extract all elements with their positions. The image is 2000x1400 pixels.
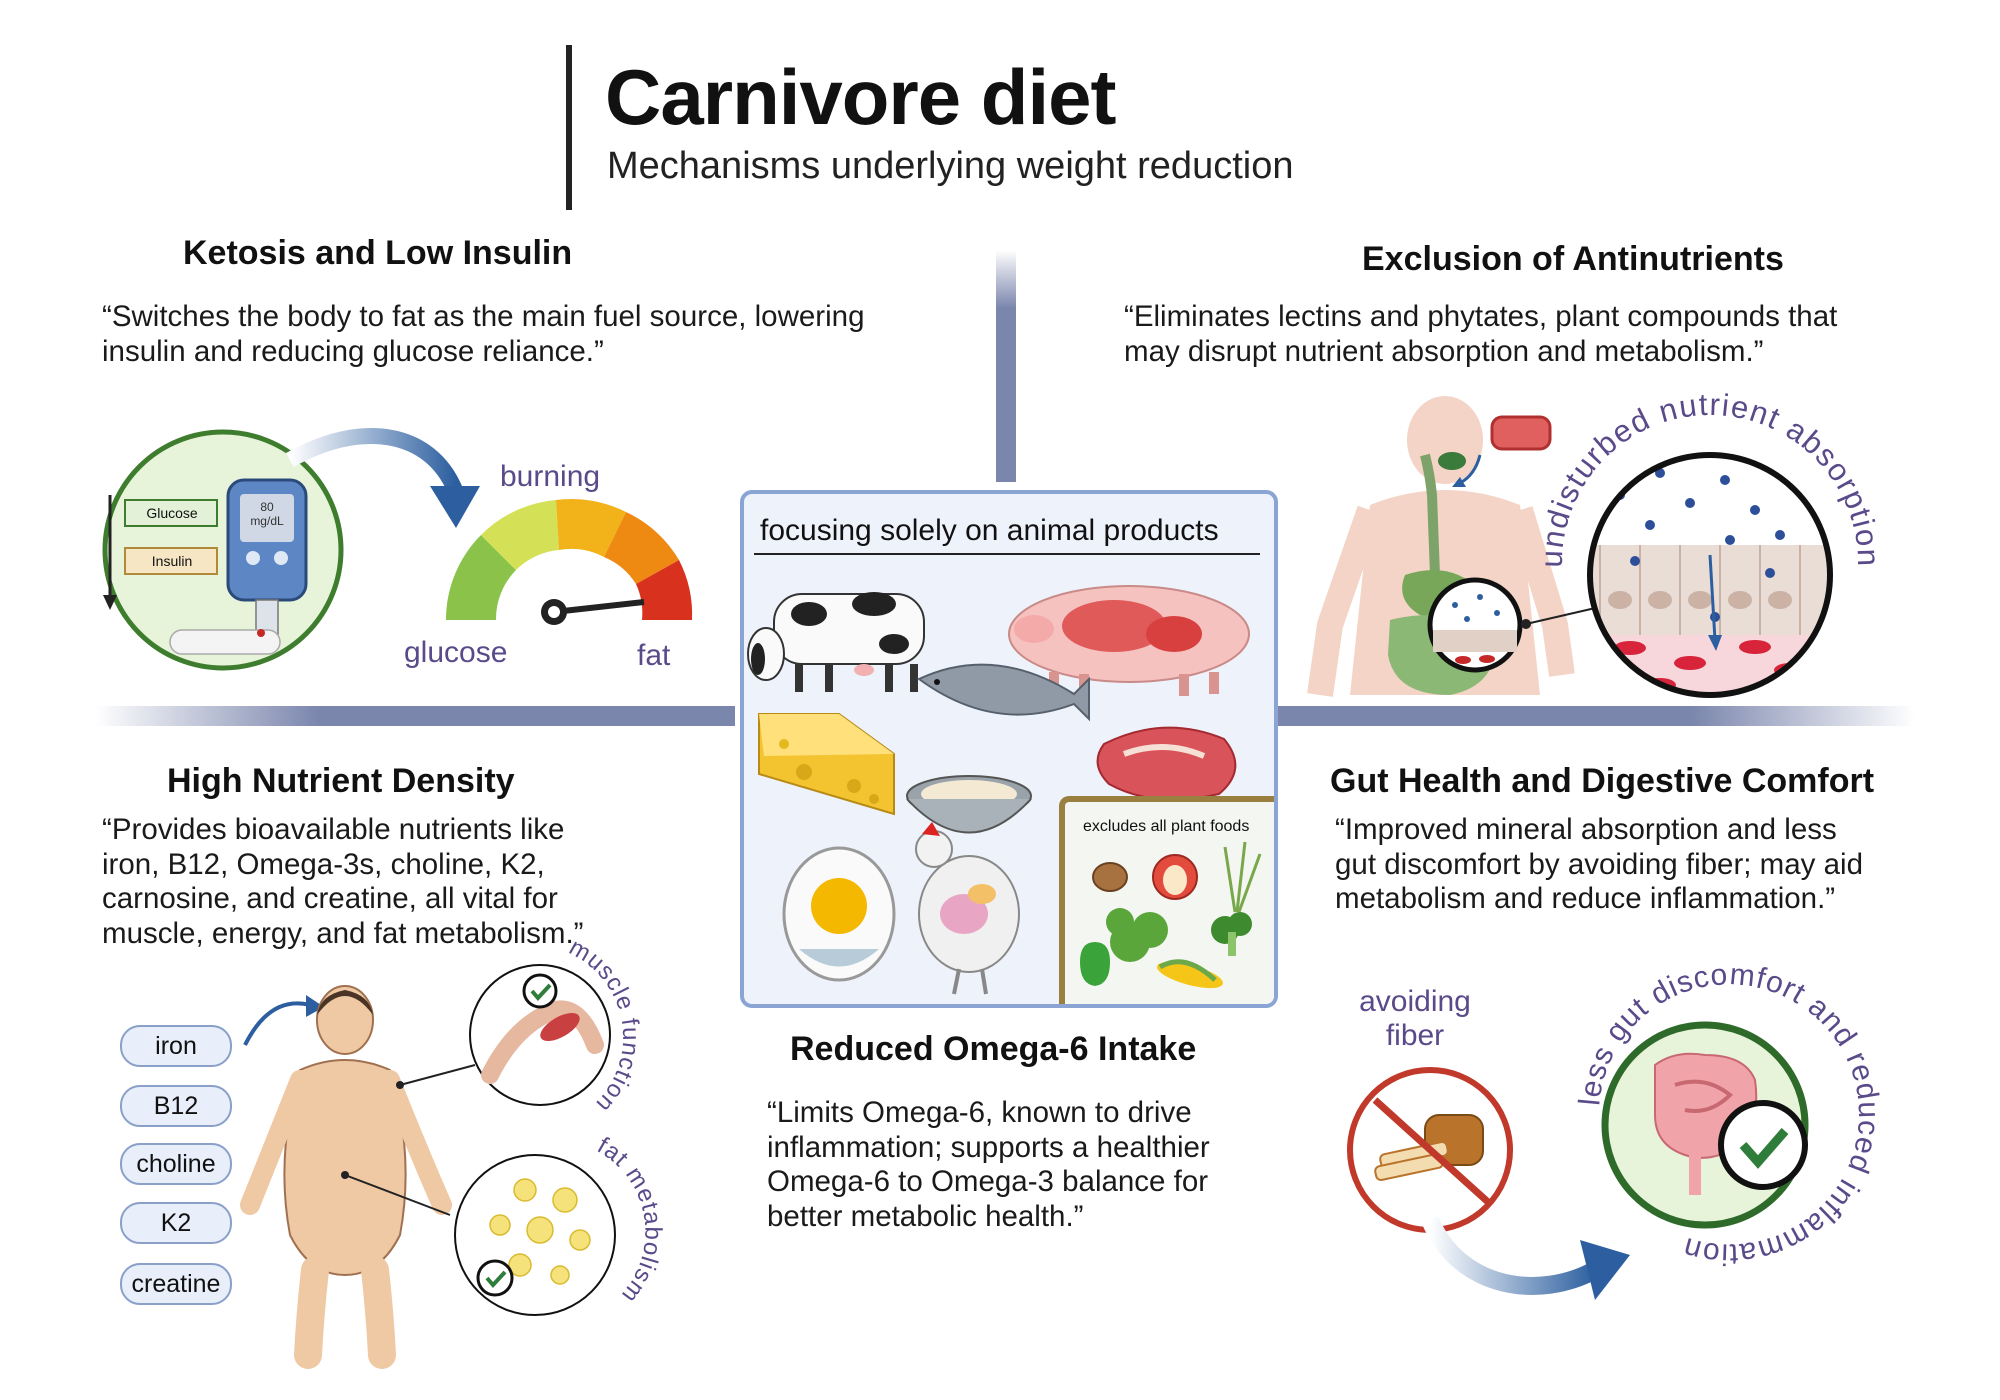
excluded-plants-panel: excludes all plant foods [1059,796,1274,1004]
food-illustrations [747,585,1250,995]
ketosis-quote: “Switches the body to fat as the main fu… [102,300,864,369]
nutrient-quote-line: iron, B12, Omega-3s, choline, K2, [102,847,545,881]
omega-title: Reduced Omega-6 Intake [790,1030,1197,1068]
checkmark-icon [1718,1100,1808,1190]
no-bread-icon [1347,1067,1513,1233]
nutrient-quote-line: muscle, energy, and fat metabolism.” [102,916,584,950]
animal-products-label: focusing solely on animal products [760,514,1219,547]
nutrient-pill-b12: B12 [120,1085,232,1127]
nutrient-pill-k2: K2 [120,1202,232,1244]
nutrient-quote-line: “Provides bioavailable nutrients like [102,813,565,846]
avoiding-fiber-line: avoiding [1359,985,1471,1018]
gut-health-title: Gut Health and Digestive Comfort [1330,762,1875,800]
checkmark-icon [476,1259,514,1297]
gut-quote-line: “Improved mineral absorption and less [1335,813,1837,846]
fat-metabolism-circle: fat metabolism [454,1132,665,1316]
broccoli-icon [1211,912,1252,956]
curved-arrow-icon [1421,1216,1630,1300]
muscle-function-circle: muscle function [469,934,643,1118]
excludes-label: excludes all plant foods [1083,818,1250,835]
nutrient-pill-iron: iron [120,1025,232,1067]
insulin-box-label: Insulin [151,553,193,569]
glucose-meter-illustration [102,429,344,671]
nutrient-quote-line: carnosine, and creatine, all vital for [102,882,558,915]
antinutrients-quote: “Eliminates lectins and phytates, plant … [1124,300,1837,369]
page-subtitle: Mechanisms underlying weight reduction [607,145,1294,187]
gut-comfort-circle: less gut discomfort and reduced inflamma… [1573,958,1884,1271]
checkmark-icon [522,973,558,1009]
curved-arrow-icon [286,428,480,528]
gauge-glucose-label: glucose [404,636,508,669]
ketosis-quote-line: insulin and reducing glucose reliance.” [102,334,604,368]
pig-icon [1008,585,1250,696]
chicken-icon [915,822,1020,995]
fish-icon [917,663,1090,722]
nutrient-pill-creatine: creatine [120,1263,232,1305]
connector-right [1275,706,1915,726]
ketosis-title: Ketosis and Low Insulin [183,234,573,272]
antinutrients-quote-line: may disrupt nutrient absorption and meta… [1124,334,1764,368]
avoiding-fiber-label: avoiding fiber [1355,985,1475,1053]
nut-icon [1092,862,1128,892]
steak-icon [1096,726,1237,801]
lettuce-icon [1106,908,1168,962]
omega-quote: “Limits Omega-6, known to drive inflamma… [767,1096,1210,1234]
body-figure-illustration [240,985,476,1369]
gut-quote-line: gut discomfort by avoiding fiber; may ai… [1335,847,1863,881]
pepper-icon [1080,942,1110,986]
cheese-icon [758,713,895,816]
corn-icon [1157,959,1223,989]
gut-quote-line: metabolism and reduce inflammation.” [1335,882,1836,915]
connector-left [95,706,735,726]
gauge-fat-label: fat [637,639,671,672]
page-title: Carnivore diet [605,53,1116,141]
antinutrients-quote-line: “Eliminates lectins and phytates, plant … [1124,300,1838,333]
omega-quote-line: “Limits Omega-6, known to drive [767,1096,1192,1129]
meter-value: 80 [260,500,274,514]
burning-gauge [445,498,693,625]
intestine-zoom-icon [1427,577,1523,673]
antinutrients-title: Exclusion of Antinutrients [1362,240,1784,278]
cow-icon [747,592,925,692]
plant-foods-illustration [1080,841,1262,989]
omega-quote-line: inflammation; supports a healthier [767,1130,1210,1164]
herb-icon [1223,841,1262,913]
connector-vertical [996,250,1016,482]
ketosis-quote-line: “Switches the body to fat as the main fu… [102,300,865,333]
nutrient-pill-choline: choline [120,1143,232,1185]
label-underline [754,553,1260,555]
nutrient-density-title: High Nutrient Density [167,762,515,800]
gauge-burning-label: burning [500,460,601,493]
egg-icon [782,846,896,982]
nutrient-density-quote: “Provides bioavailable nutrients like ir… [102,813,584,951]
animal-products-panel: focusing solely on animal products [740,490,1278,1008]
nutrient-absorption-circle: undisturbed nutrient absorption [1534,387,1885,698]
bowl-icon [906,775,1032,834]
title-divider [566,45,572,210]
omega-quote-line: Omega-6 to Omega-3 balance for [767,1165,1209,1198]
glucose-box-label: Glucose [146,505,198,521]
meter-unit: mg/dL [250,514,284,528]
gut-health-quote: “Improved mineral absorption and less gu… [1335,813,1863,917]
omega-quote-line: better metabolic health.” [767,1199,1084,1233]
avoiding-fiber-line: fiber [1385,1019,1445,1052]
